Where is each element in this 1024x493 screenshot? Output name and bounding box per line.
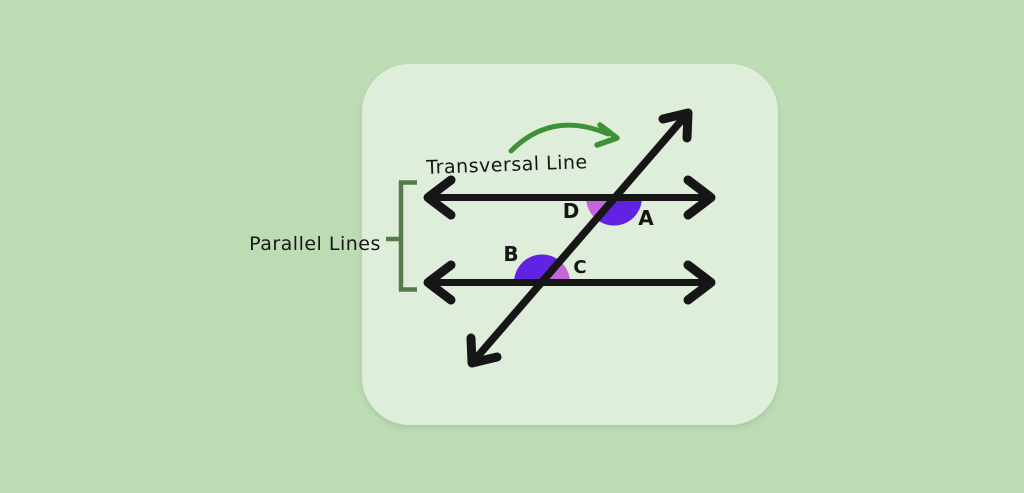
angle-c-label: C (573, 257, 586, 278)
angle-a-wedge (595, 197, 642, 226)
parallel-line-top (423, 175, 716, 220)
transversal-shaft (474, 117, 685, 360)
arrowhead-right-icon (683, 260, 716, 305)
arrowhead-left-icon (423, 260, 456, 305)
arrowhead-down-left-icon (466, 333, 502, 368)
angle-a-label: A (638, 206, 654, 230)
parallel-lines-bracket (386, 180, 417, 292)
curved-arrow-shaft (508, 122, 611, 154)
angle-b-label: B (503, 242, 518, 266)
arrowhead-right-icon (683, 175, 716, 220)
curved-arrowhead-icon (594, 122, 620, 148)
angle-b-wedge (514, 254, 561, 283)
arrowhead-up-right-icon (658, 108, 693, 143)
parallel-line-bottom (423, 260, 716, 305)
parallel-lines-label: Parallel Lines (249, 233, 381, 255)
transversal-pointer-arrow (508, 122, 620, 154)
arrowhead-left-icon (423, 175, 456, 220)
angle-d-label: D (563, 199, 580, 223)
bracket-icon (398, 180, 417, 292)
transversal-line (466, 108, 693, 368)
transversal-line-label: Transversal Line (425, 151, 588, 179)
